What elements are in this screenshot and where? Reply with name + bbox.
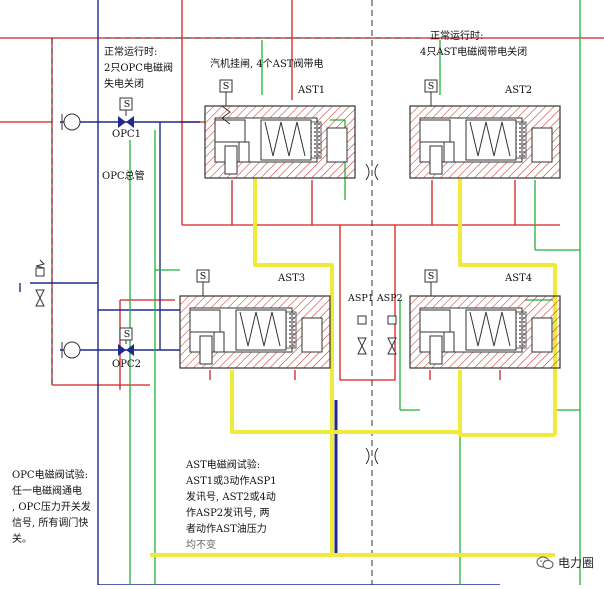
normal-left-label: 正常运行时: [104, 47, 158, 58]
ast-four-label: 4只AST电磁阀带电关闭 [420, 47, 528, 58]
opc-test-line: 关。 [12, 534, 32, 545]
throttle-marks [365, 163, 379, 465]
opc2-valve [118, 327, 134, 356]
opc1-valve [118, 97, 134, 128]
check-valve-top [61, 113, 81, 131]
ast2-solenoid-s: S [427, 81, 435, 92]
opc-lost-label: 失电关闭 [104, 79, 144, 90]
ast-test-line: 发讯号, AST2或4动 [186, 492, 276, 503]
opc2-solenoid-s: S [123, 329, 131, 340]
opc-test-line: OPC电磁阀试验: [12, 470, 88, 481]
ast-test-line: AST1或3动作ASP1 [186, 476, 277, 487]
ast1-label: AST1 [298, 85, 326, 96]
opc-test-note: OPC电磁阀试验: 任一电磁阀通电 , OPC压力开关发 信号, 所有调门快 关… [12, 468, 91, 548]
ast-test-line: 作ASP2发讯号, 两 [186, 508, 270, 519]
ast2-label: AST2 [505, 85, 533, 96]
ast2-valve [409, 79, 561, 179]
ast-test-tail: 均不变 [186, 540, 216, 551]
ast4-solenoid-s: S [427, 271, 435, 282]
ast-test-line: AST电磁阀试验: [186, 460, 261, 471]
opc-test-line: 信号, 所有调门快 [12, 518, 89, 529]
asp-switches [357, 315, 397, 355]
ast-test-line: 者动作AST油压力 [186, 524, 267, 535]
ast1-valve [204, 79, 356, 179]
asp-label: ASP1 ASP2 [348, 293, 403, 304]
opc-test-line: , OPC压力开关发 [12, 502, 91, 513]
ast4-label: AST4 [505, 273, 533, 284]
trip-label: 汽机挂闸, 4个AST阀带电 [210, 59, 324, 70]
ast3-valve [179, 269, 331, 369]
ast1-solenoid-s: S [222, 81, 230, 92]
opc-header-label: OPC总管 [102, 171, 145, 182]
ast-test-note: AST电磁阀试验: AST1或3动作ASP1 发讯号, AST2或4动 作ASP… [186, 458, 277, 554]
normal-right-label: 正常运行时: [430, 31, 484, 42]
ast4-valve [409, 269, 561, 369]
dashed-drain-lines [51, 0, 420, 585]
ast3-label: AST3 [278, 273, 306, 284]
watermark: 电力圈 [536, 554, 594, 571]
watermark-text: 电力圈 [557, 556, 594, 570]
left-pressure-switch [35, 259, 45, 307]
opc-two-label: 2只OPC电磁阀 [104, 63, 173, 74]
ast3-solenoid-s: S [199, 271, 207, 282]
wechat-icon [536, 556, 554, 569]
opc1-label: OPC1 [112, 129, 141, 140]
opc1-solenoid-s: S [123, 99, 131, 110]
opc-test-line: 任一电磁阀通电 [12, 486, 82, 497]
check-valve-bottom [61, 341, 81, 359]
opc2-label: OPC2 [112, 359, 141, 370]
